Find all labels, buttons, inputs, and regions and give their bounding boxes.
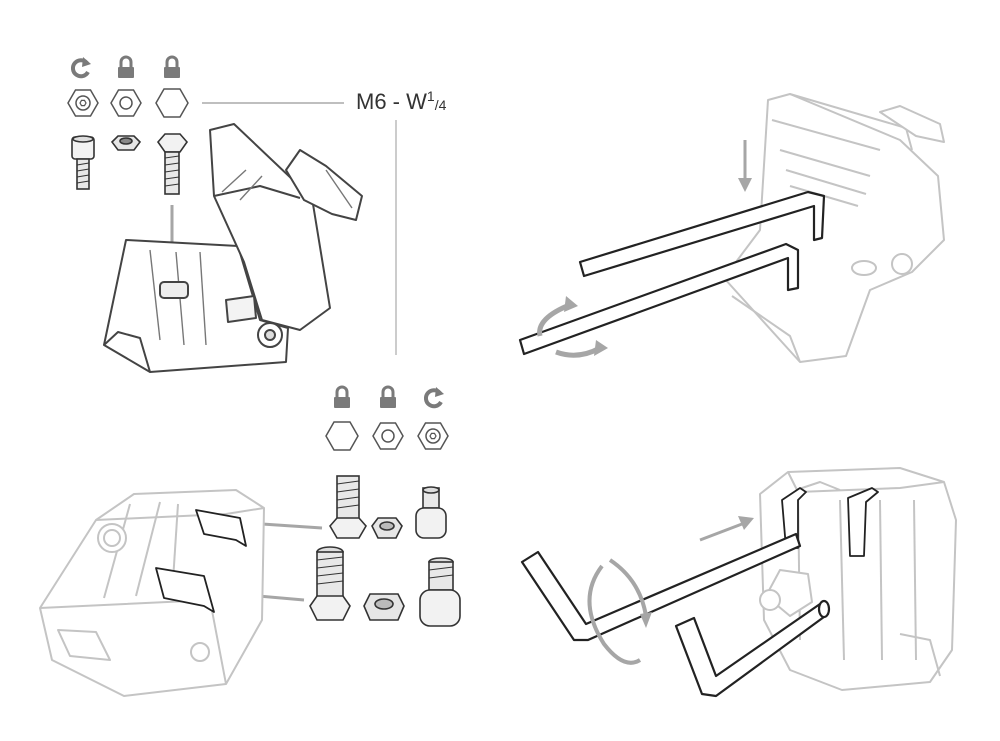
rotate-arrow xyxy=(587,558,648,665)
small-nut xyxy=(110,135,142,151)
allen-key-l-shape xyxy=(520,532,831,698)
size-label-slash: / xyxy=(434,97,439,113)
hex-bolt xyxy=(329,475,367,539)
size-label: M6 - W1/4 xyxy=(356,88,446,115)
clamp-open-view xyxy=(103,123,363,373)
size-label-denominator: 4 xyxy=(438,97,447,113)
socket-screw xyxy=(415,486,447,539)
rotate-icon xyxy=(70,57,91,79)
lock-icon xyxy=(380,385,396,408)
rotate-icon xyxy=(423,387,444,409)
clamp-light-view xyxy=(759,467,957,691)
lock-icon xyxy=(334,385,350,408)
socket-head-icon xyxy=(67,89,99,117)
size-label-numerator: 1 xyxy=(426,88,435,104)
hex-bolt xyxy=(156,133,189,195)
panel-top-left xyxy=(67,55,397,373)
lock-icon xyxy=(118,55,134,78)
socket-screw xyxy=(419,557,461,627)
panel-top-right xyxy=(518,93,945,363)
socket-head-icon xyxy=(417,422,449,450)
slot-outline xyxy=(155,509,247,613)
lock-icon xyxy=(164,55,180,78)
small-nut xyxy=(371,517,403,539)
hex-head-icon xyxy=(155,88,189,118)
size-label-main: M6 - W xyxy=(356,89,427,114)
panel-bottom-left xyxy=(39,385,461,697)
nut-icon xyxy=(372,422,404,450)
small-nut xyxy=(363,593,405,621)
socket-screw xyxy=(71,135,95,190)
panel-bottom-right xyxy=(520,467,957,698)
clamp-light-view xyxy=(39,489,265,697)
hex-head-icon xyxy=(325,421,359,451)
hex-bolt xyxy=(309,546,351,621)
allen-key-long xyxy=(518,190,826,356)
nut-icon xyxy=(110,89,142,117)
clamp-light-view xyxy=(723,93,945,363)
